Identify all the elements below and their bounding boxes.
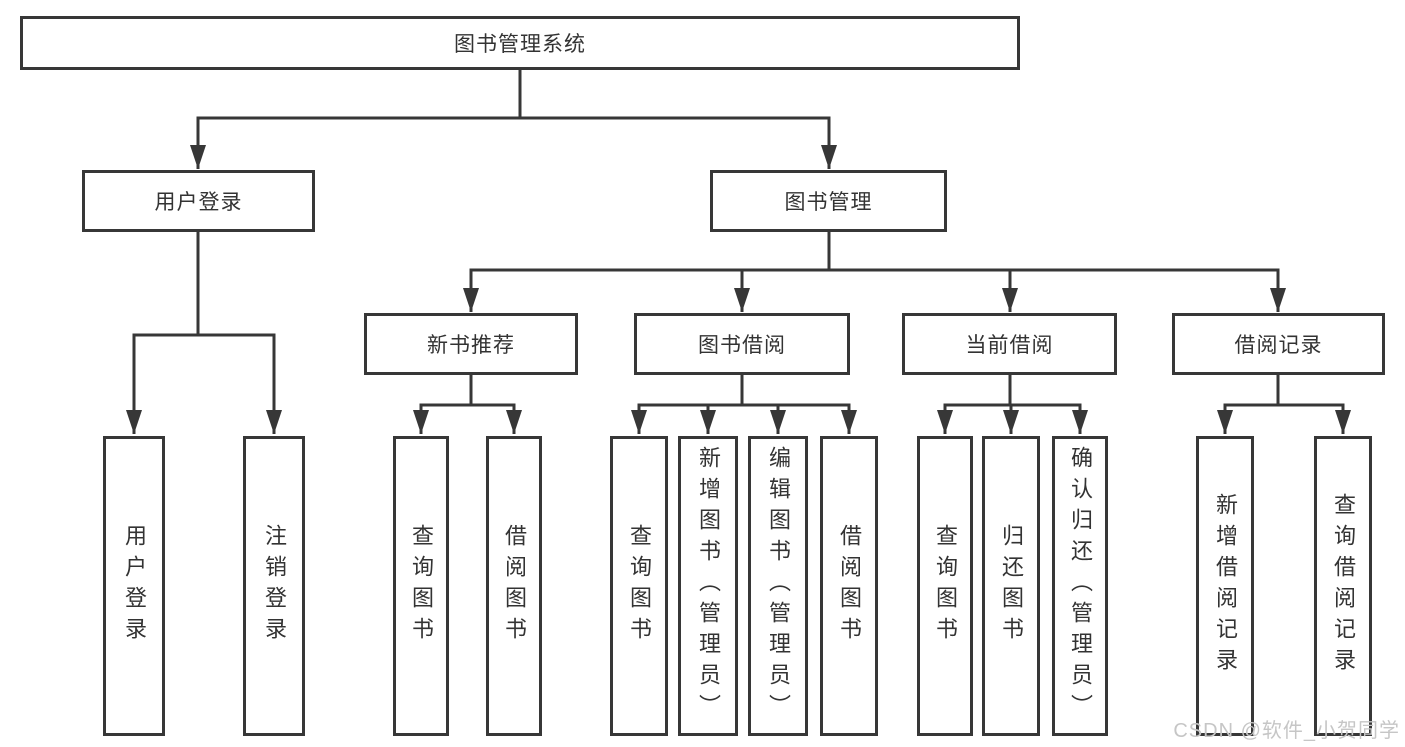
leaf-borrow-books-recommend-label: 借阅图书 <box>502 524 527 648</box>
leaf-query-books-recommend: 查询图书 <box>393 436 449 736</box>
leaf-borrow-books-borrowing-label: 借阅图书 <box>837 524 862 648</box>
node-library-management-system: 图书管理系统 <box>20 16 1020 70</box>
leaf-query-books-borrowing-label: 查询图书 <box>627 524 652 648</box>
leaf-return-books-label: 归还图书 <box>999 524 1024 648</box>
node-borrowing-records-label: 借阅记录 <box>1234 334 1323 357</box>
leaf-user-login: 用户登录 <box>103 436 165 736</box>
leaf-user-login-label: 用户登录 <box>122 524 147 648</box>
leaf-logout-login: 注销登录 <box>243 436 305 736</box>
node-book-borrowing: 图书借阅 <box>634 313 850 375</box>
node-library-management-system-label: 图书管理系统 <box>454 33 586 56</box>
leaf-add-borrow-record-label: 新增借阅记录 <box>1213 493 1238 679</box>
leaf-logout-login-label: 注销登录 <box>262 524 287 648</box>
leaf-query-books-current: 查询图书 <box>917 436 973 736</box>
node-user-login: 用户登录 <box>82 170 315 232</box>
node-book-borrowing-label: 图书借阅 <box>698 334 786 357</box>
node-book-management: 图书管理 <box>710 170 947 232</box>
node-current-borrowing-label: 当前借阅 <box>965 334 1054 357</box>
leaf-query-books-current-label: 查询图书 <box>933 524 958 648</box>
node-book-management-label: 图书管理 <box>784 191 873 214</box>
leaf-return-books: 归还图书 <box>982 436 1040 736</box>
node-new-book-recommend-label: 新书推荐 <box>427 334 515 357</box>
node-borrowing-records: 借阅记录 <box>1172 313 1385 375</box>
leaf-query-borrow-record: 查询借阅记录 <box>1314 436 1372 736</box>
leaf-borrow-books-borrowing: 借阅图书 <box>820 436 878 736</box>
leaf-confirm-return-admin: 确认归还（管理员） <box>1052 436 1108 736</box>
leaf-add-book-admin: 新增图书（管理员） <box>678 436 738 736</box>
leaf-edit-book-admin: 编辑图书（管理员） <box>748 436 808 736</box>
leaf-add-book-admin-label: 新增图书（管理员） <box>696 446 721 725</box>
leaf-confirm-return-admin-label: 确认归还（管理员） <box>1068 446 1093 725</box>
leaf-query-books-borrowing: 查询图书 <box>610 436 668 736</box>
leaf-edit-book-admin-label: 编辑图书（管理员） <box>766 446 791 725</box>
leaf-borrow-books-recommend: 借阅图书 <box>486 436 542 736</box>
node-user-login-label: 用户登录 <box>154 191 243 214</box>
leaf-query-books-recommend-label: 查询图书 <box>409 524 434 648</box>
leaf-query-borrow-record-label: 查询借阅记录 <box>1331 493 1356 679</box>
node-current-borrowing: 当前借阅 <box>902 313 1117 375</box>
watermark: CSDN @软件_小贺同学 <box>1173 720 1400 742</box>
node-new-book-recommend: 新书推荐 <box>364 313 578 375</box>
leaf-add-borrow-record: 新增借阅记录 <box>1196 436 1254 736</box>
